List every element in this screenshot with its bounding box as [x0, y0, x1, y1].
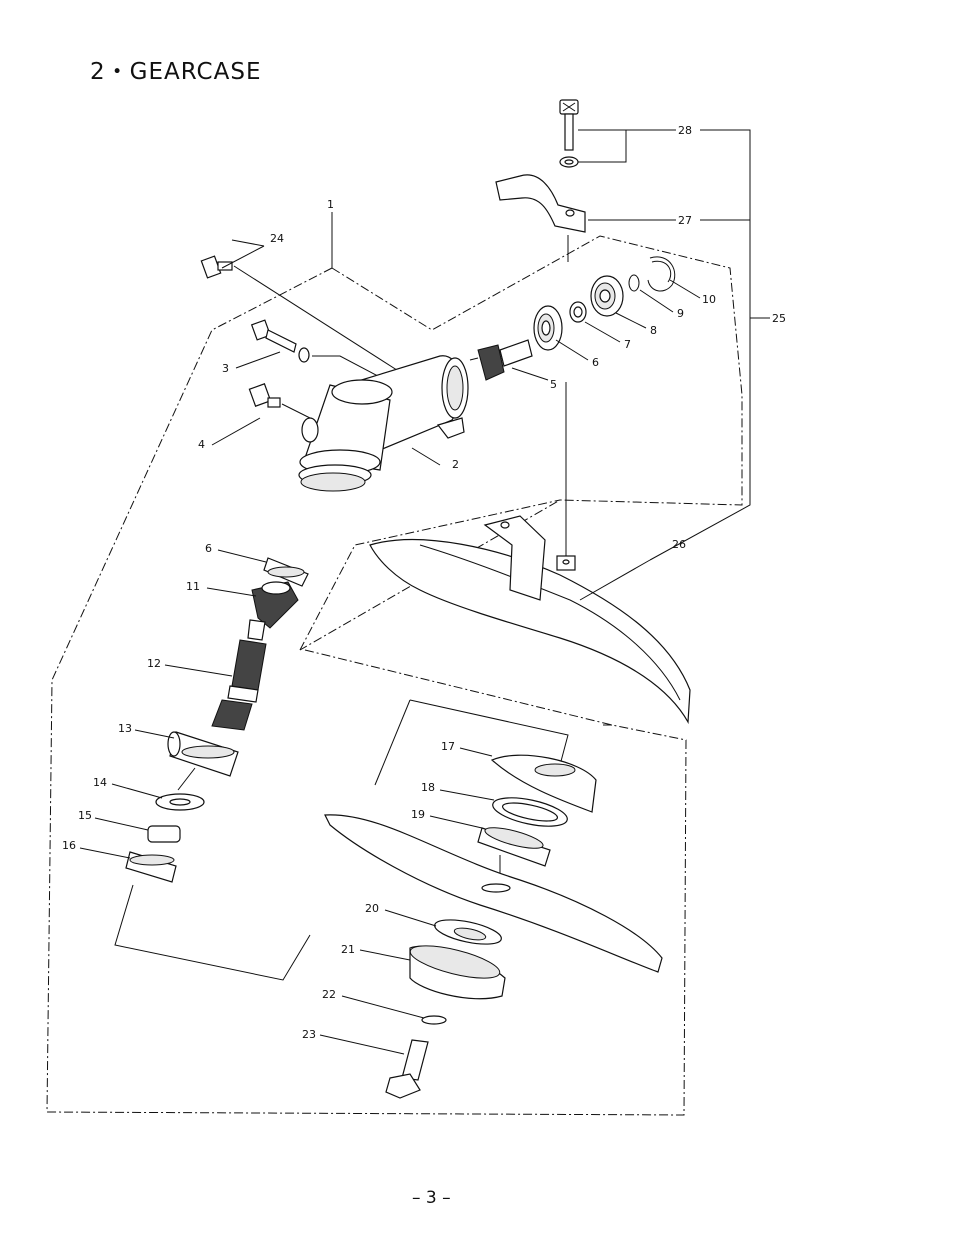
callout-19: 19: [411, 808, 425, 821]
callout-18: 18: [421, 781, 435, 794]
callout-27: 27: [678, 214, 692, 227]
part-9-ring: [628, 274, 640, 292]
part-8-bearing: [590, 275, 624, 317]
callout-14: 14: [93, 776, 107, 789]
part-2-gearcase: [298, 355, 469, 492]
callout-6-lower: 6: [205, 542, 212, 555]
callout-20: 20: [365, 902, 379, 915]
part-16-bearing: [114, 851, 311, 981]
callout-2: 2: [452, 458, 459, 471]
page-number: – 3 –: [412, 1188, 451, 1208]
part-21-cup: [409, 945, 506, 1000]
part-28-bolt: [559, 99, 579, 168]
part-26-guard: [369, 382, 691, 725]
part-19-holder: [477, 827, 551, 867]
callout-16: 16: [62, 839, 76, 852]
part-11-gear: [251, 581, 299, 629]
part-6-bearing-lower: [263, 557, 309, 587]
part-15-spacer: [147, 825, 181, 843]
callout-26: 26: [672, 538, 686, 551]
part-27-clamp: [495, 174, 586, 262]
callout-1: 1: [327, 198, 334, 211]
part-6-bearing-upper: [533, 305, 563, 351]
callout-24: 24: [270, 232, 284, 245]
callout-25: 25: [772, 312, 786, 325]
part-23-bolt: [385, 1039, 429, 1099]
part-12-shaft: [211, 619, 267, 731]
callout-7: 7: [624, 338, 631, 351]
callout-28: 28: [678, 124, 692, 137]
part-10-circlip: [647, 256, 676, 292]
part-18-washer: [492, 797, 568, 827]
page-title: 2・GEARCASE: [90, 59, 262, 85]
callout-23: 23: [302, 1028, 316, 1041]
callout-6-upper: 6: [592, 356, 599, 369]
callout-3: 3: [222, 362, 229, 375]
leader-lines: [79, 212, 701, 1055]
callout-12: 12: [147, 657, 161, 670]
callout-10: 10: [702, 293, 716, 306]
part-7-spacer: [569, 301, 587, 323]
part-3-bolt: [250, 319, 396, 386]
part-22-washer: [421, 1015, 447, 1025]
callout-15: 15: [78, 809, 92, 822]
callout-21: 21: [341, 943, 355, 956]
part-17-cover: [490, 754, 597, 813]
blade: [324, 814, 663, 973]
part-13-bearing: [167, 731, 239, 791]
callout-13: 13: [118, 722, 132, 735]
part-4-bolt: [248, 383, 315, 421]
part-20-washer: [434, 919, 502, 945]
part-14-washer: [155, 793, 205, 811]
callout-9: 9: [677, 307, 684, 320]
callout-8: 8: [650, 324, 657, 337]
callout-5: 5: [550, 378, 557, 391]
callout-labels: 1 2 3 4 5 6 6 7 8 9 10 11 12 13 14 15 16…: [62, 124, 786, 1041]
callout-11: 11: [186, 580, 200, 593]
part-5-bevel-gear: [469, 339, 533, 381]
callout-17: 17: [441, 740, 455, 753]
callout-22: 22: [322, 988, 336, 1001]
callout-4: 4: [198, 438, 205, 451]
assembly-boundary-1: [46, 235, 743, 1116]
bracket-lines: [578, 129, 770, 561]
